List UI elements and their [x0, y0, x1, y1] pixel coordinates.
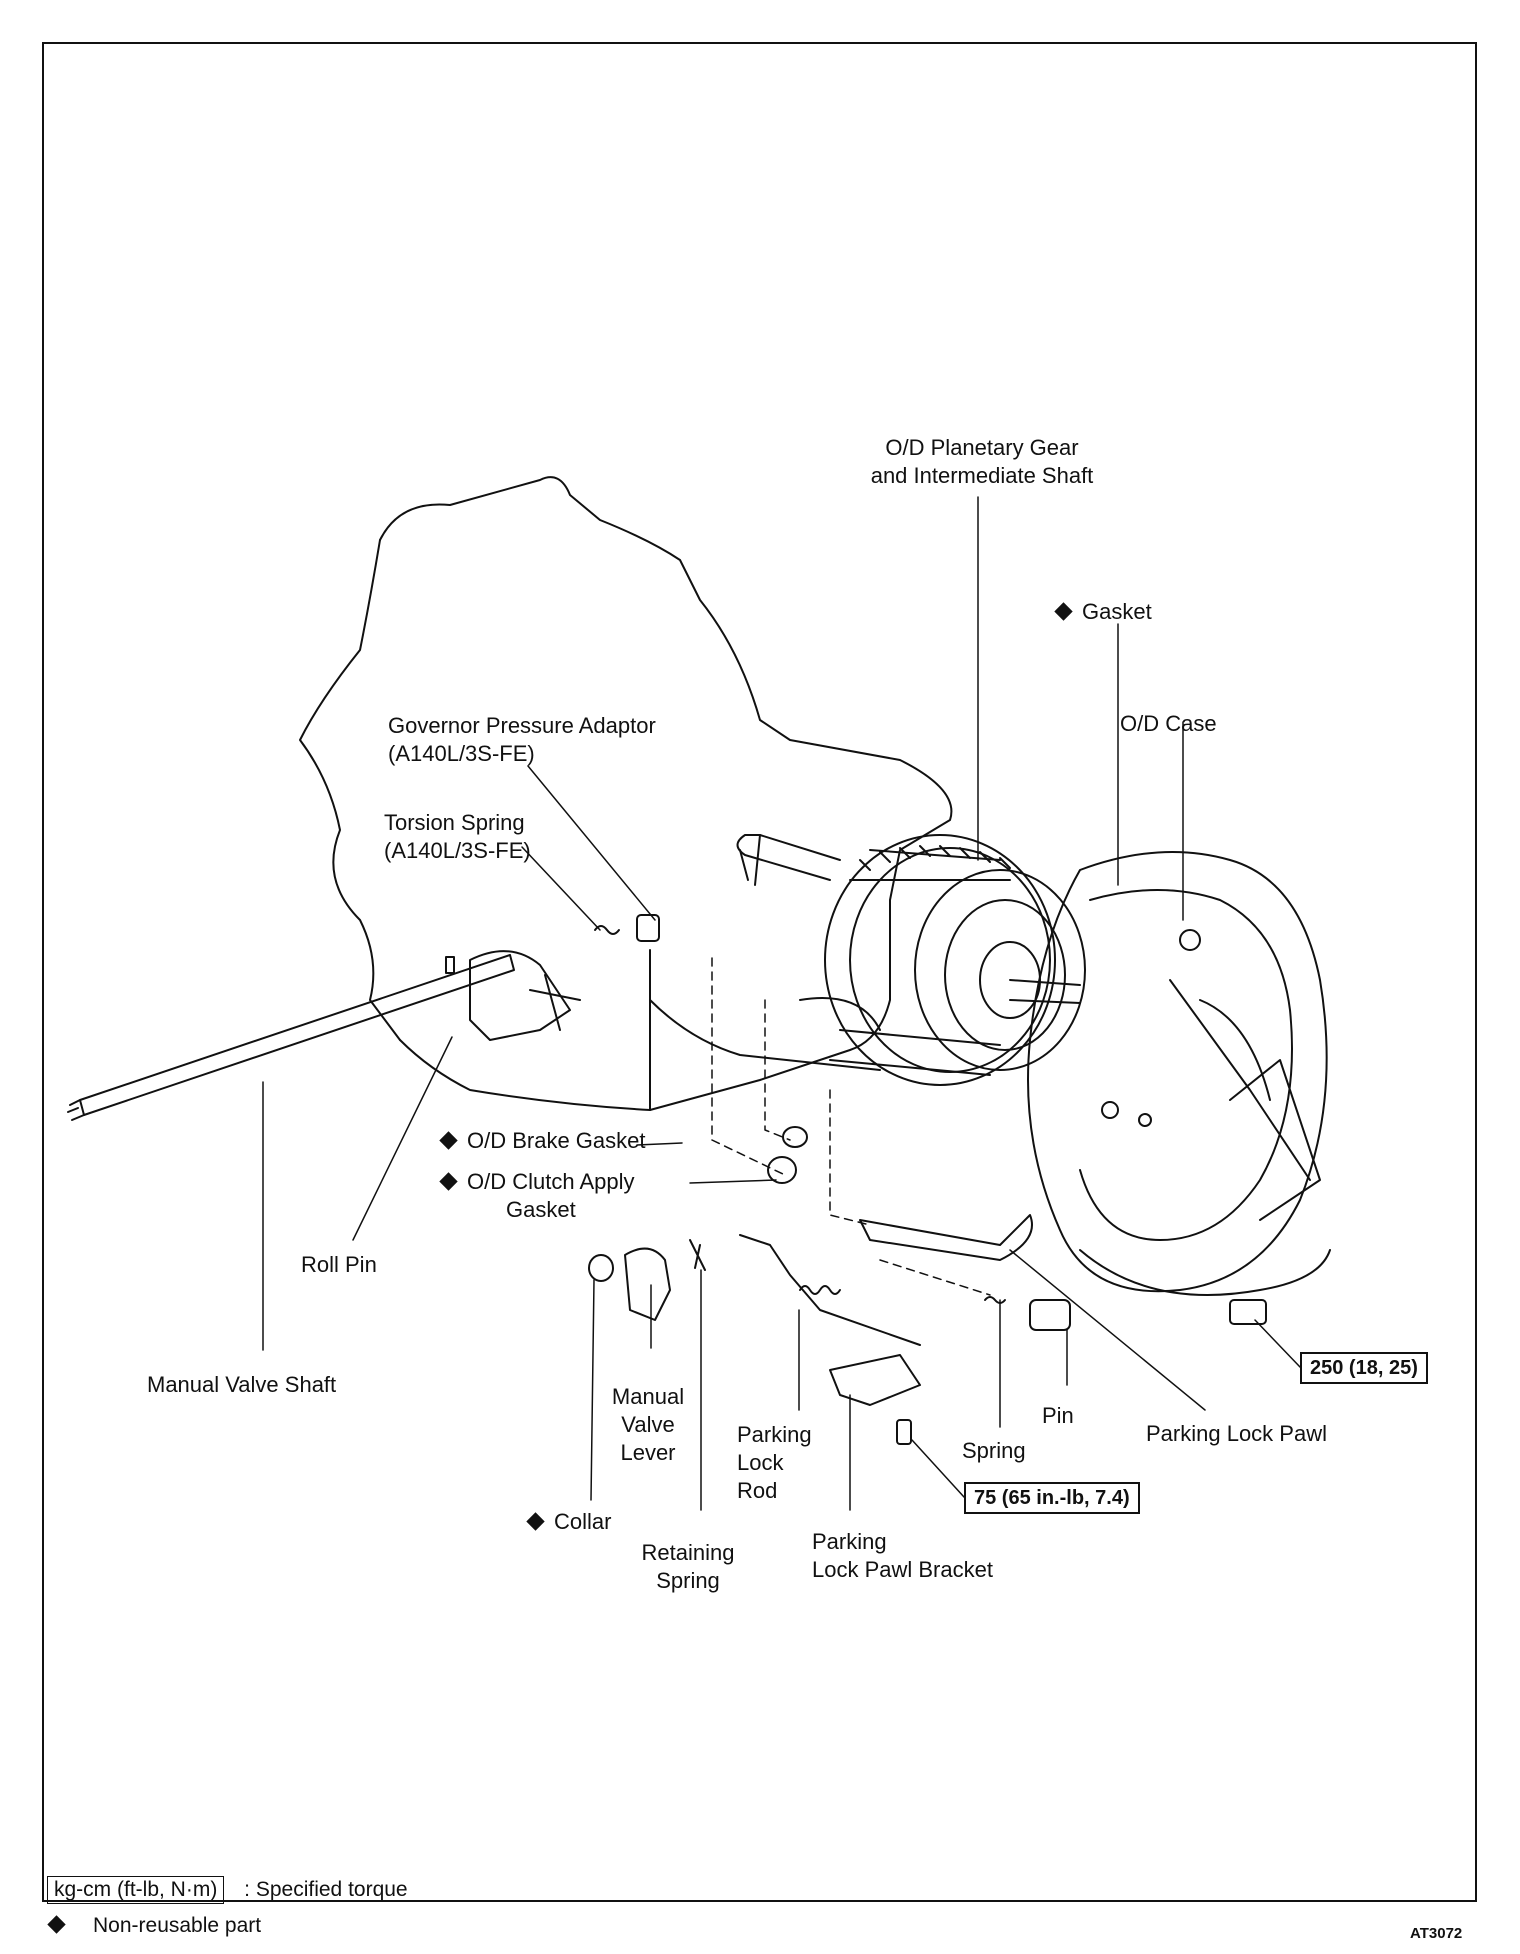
torque-box-bracket-bolt: 75 (65 in.-lb, 7.4) — [964, 1482, 1140, 1514]
od-case-drawing — [1027, 851, 1331, 1296]
nonreusable-diamond-icon — [526, 1512, 545, 1531]
figure-code: AT3072 — [1410, 1925, 1463, 1942]
legend-nonreusable: Non-reusable part — [47, 1912, 262, 1940]
label-od-clutch-gasket: O/D Clutch Apply Gasket — [439, 1168, 635, 1224]
nonreusable-diamond-icon — [439, 1172, 458, 1191]
label-parking-lock-pawl: Parking Lock Pawl — [1146, 1421, 1327, 1446]
label-od-brake-gasket: O/D Brake Gasket — [439, 1127, 646, 1155]
label-retaining-spring: Retaining Spring — [641, 1540, 735, 1593]
manual-valve-shaft-drawing — [67, 954, 515, 1121]
alignment-lines — [711, 957, 991, 1296]
page-frame — [42, 42, 1477, 1902]
nonreusable-diamond-icon — [439, 1131, 458, 1150]
nonreusable-diamond-icon — [1054, 602, 1073, 621]
label-collar: Collar — [526, 1508, 611, 1536]
legend-nonreusable-desc: Non-reusable part — [93, 1914, 262, 1937]
small-parts-drawing — [445, 914, 1267, 1445]
transmission-housing — [299, 476, 953, 1111]
label-od-case: O/D Case — [1120, 711, 1217, 736]
label-governor: Governor Pressure Adaptor (A140L/3S-FE) — [388, 713, 656, 766]
label-torsion-spring: Torsion Spring (A140L/3S-FE) — [384, 810, 531, 863]
legend-torque-desc: : Specified torque — [244, 1878, 408, 1901]
leader-lines — [262, 496, 1301, 1511]
label-od-planetary: O/D Planetary Gear and Intermediate Shaf… — [870, 435, 1094, 488]
label-pin: Pin — [1042, 1403, 1074, 1428]
label-spring: Spring — [962, 1438, 1026, 1463]
label-parking-lock-rod: Parking Lock Rod — [737, 1422, 812, 1503]
torque-box-case-bolt: 250 (18, 25) — [1300, 1352, 1428, 1384]
label-roll-pin: Roll Pin — [301, 1252, 377, 1277]
label-gasket: Gasket — [1054, 598, 1152, 626]
label-manual-valve-shaft: Manual Valve Shaft — [147, 1372, 337, 1397]
planetary-gear-drawing — [736, 834, 1086, 1086]
label-parking-lock-pawl-bracket: Parking Lock Pawl Bracket — [812, 1529, 993, 1582]
legend-torque: kg-cm (ft-lb, N·m) : Specified torque — [47, 1876, 408, 1904]
legend-torque-box: kg-cm (ft-lb, N·m) — [47, 1876, 225, 1904]
nonreusable-diamond-icon — [47, 1915, 66, 1934]
label-manual-valve-lever: Manual Valve Lever — [611, 1384, 685, 1465]
